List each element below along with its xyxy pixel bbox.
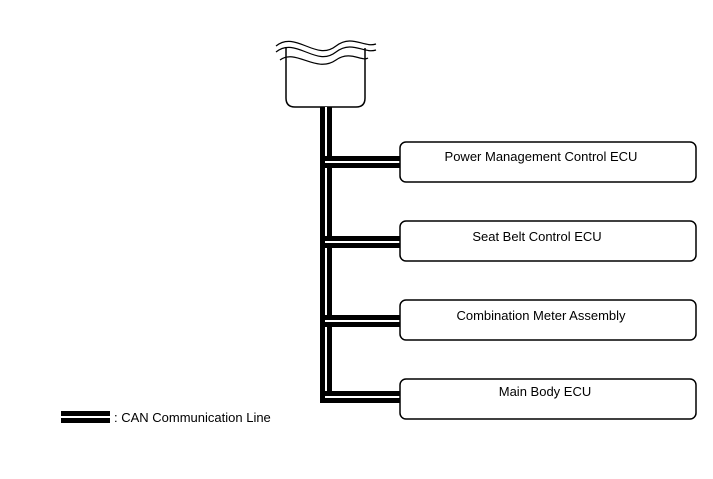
ecu-label: Combination Meter Assembly [456,308,626,323]
can-line-legend-icon [61,411,110,423]
ecu-box-seat-belt: Seat Belt Control ECU [399,220,697,262]
ecu-box-combination-meter: Combination Meter Assembly [399,299,697,341]
ecu-label: Power Management Control ECU [445,149,638,164]
can-branch-line [320,391,401,403]
can-branch-line [320,156,401,168]
can-bus-trunk [320,107,332,403]
connector-component [275,40,377,108]
can-branch-line [320,236,401,248]
legend: : CAN Communication Line [61,410,271,425]
ecu-box-power-management: Power Management Control ECU [399,141,697,183]
ecu-box-main-body: Main Body ECU [399,378,697,420]
can-branch-line [320,315,401,327]
ecu-label: Seat Belt Control ECU [472,229,601,244]
ecu-label: Main Body ECU [499,384,591,399]
legend-label: : CAN Communication Line [114,410,271,425]
